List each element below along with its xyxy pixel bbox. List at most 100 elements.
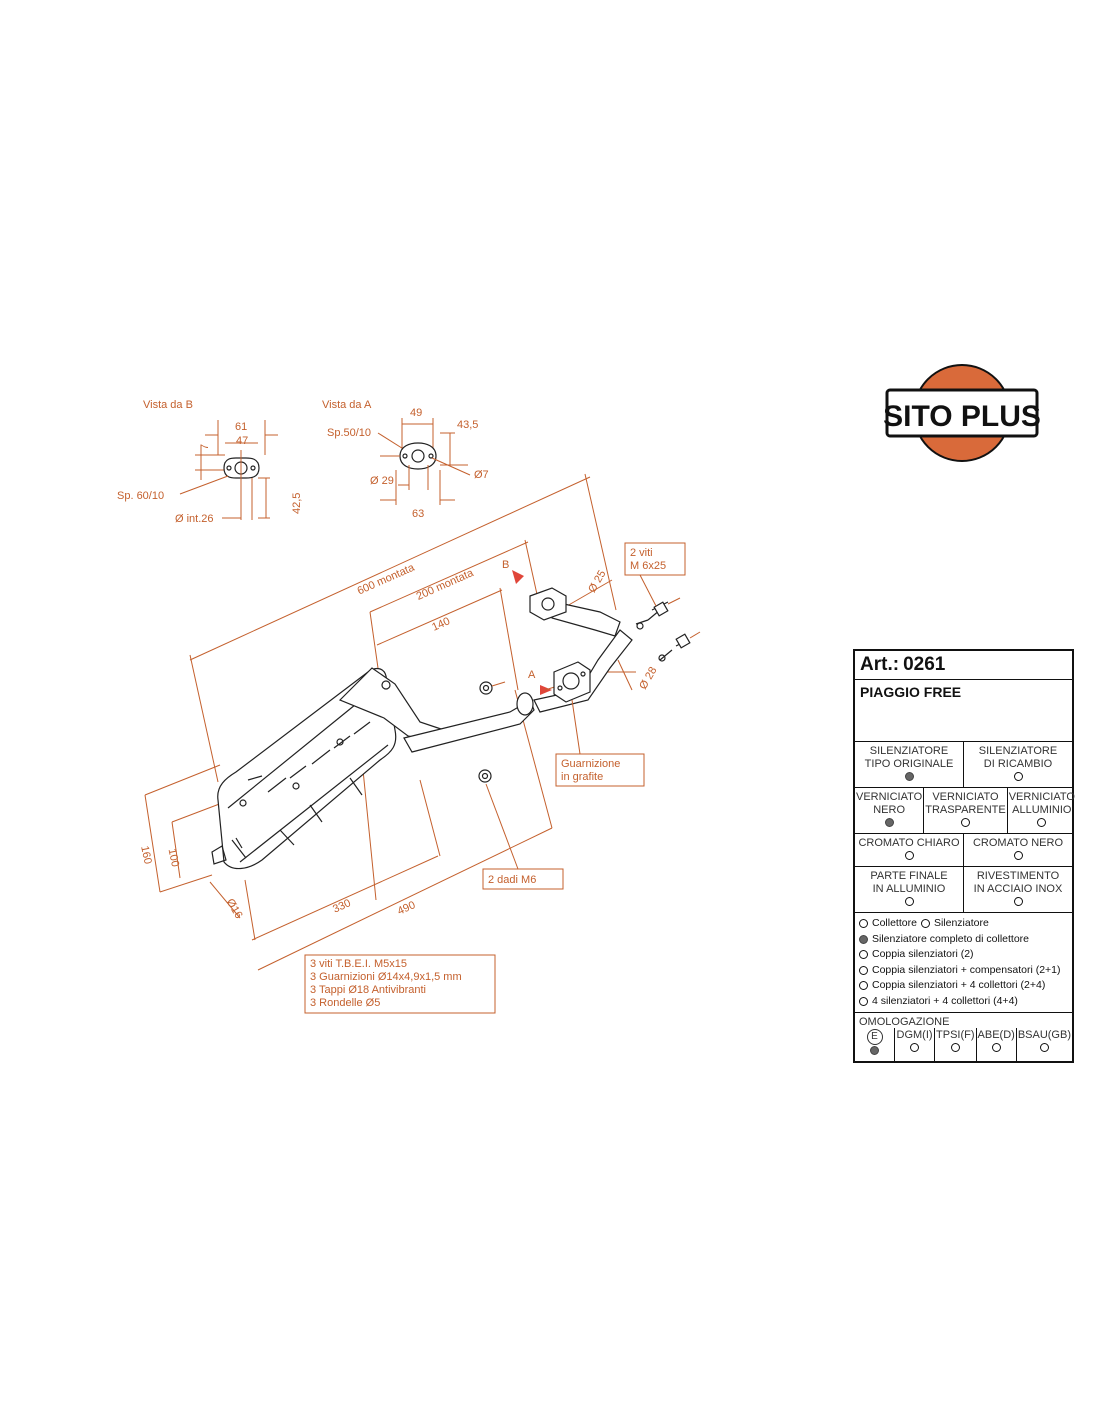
kit-line-3: 3 Tappi Ø18 Antivibranti: [310, 984, 426, 996]
radio-empty[interactable]: [1039, 1043, 1049, 1052]
composition-options: Collettore Silenziatore Silenziatore com…: [855, 913, 1072, 1013]
omologazione-tpsi[interactable]: TPSI(F): [934, 1028, 976, 1061]
silenziatore-ricambio[interactable]: SILENZIATORE DI RICAMBIO: [963, 742, 1072, 787]
verniciato-alluminio[interactable]: VERNICIATO ALLUMINIO: [1006, 788, 1076, 833]
vista-a-flange: [399, 442, 437, 470]
article-row: Art.: 0261: [855, 651, 1072, 680]
vista-b-dim-61: 61: [235, 421, 247, 433]
dim-200-montata: 200 montata: [415, 567, 477, 603]
dim-100: 100: [166, 848, 182, 868]
dim-140: 140: [430, 615, 452, 633]
vista-b-dim-47: 47: [236, 435, 248, 447]
label-a: A: [528, 669, 536, 681]
flange-b: [529, 587, 567, 621]
callout-dadi: 2 dadi M6: [482, 783, 564, 890]
radio-selected[interactable]: [884, 818, 894, 827]
omologazione-abe[interactable]: ABE(D): [975, 1028, 1016, 1061]
option-4-silenziatori[interactable]: 4 silenziatori + 4 collettori (4+4): [859, 994, 1068, 1010]
vista-a-sp: Sp.50/10: [327, 427, 371, 439]
radio-empty[interactable]: [904, 851, 914, 860]
option-collettore-silenziatore: Collettore Silenziatore: [859, 916, 1068, 932]
radio-empty[interactable]: [904, 897, 914, 906]
dim-600-montata: 600 montata: [356, 561, 418, 597]
option-coppia-compensatori[interactable]: Coppia silenziatori + compensatori (2+1): [859, 963, 1068, 979]
radio-empty[interactable]: [859, 919, 868, 929]
spec-panel: Art.: 0261 PIAGGIO FREE SILENZIATORE TIP…: [853, 649, 1075, 1063]
vista-b-title: Vista da B: [143, 399, 193, 411]
callout-guarnizione: Guarnizione in grafite: [555, 699, 645, 787]
vista-a-dim-49: 49: [410, 407, 422, 419]
verniciato-row: VERNICIATO NERO VERNICIATO TRASPARENTE V…: [855, 788, 1075, 834]
kit-line-2: 3 Guarnizioni Ø14x4,9x1,5 mm: [310, 971, 462, 983]
radio-selected[interactable]: [904, 772, 914, 781]
vista-a-title: Vista da A: [322, 399, 372, 411]
article-label: Art.:: [860, 654, 900, 675]
callout-kit: 3 viti T.B.E.I. M5x15 3 Guarnizioni Ø14x…: [304, 954, 496, 1014]
rivestimento-inox[interactable]: RIVESTIMENTO IN ACCIAIO INOX: [963, 867, 1072, 912]
model-name: PIAGGIO FREE: [855, 680, 1072, 742]
radio-empty[interactable]: [1013, 897, 1023, 906]
parte-finale-alluminio[interactable]: PARTE FINALE IN ALLUMINIO: [855, 867, 963, 912]
option-completo[interactable]: Silenziatore completo di collettore: [859, 932, 1068, 948]
vista-b-view: Vista da B 61 47 7 42,5 Sp. 60/10 Ø int.…: [117, 399, 303, 525]
omologazione-bsau[interactable]: BSAU(GB): [1015, 1028, 1072, 1061]
vista-b-sp: Sp. 60/10: [117, 490, 164, 502]
e-mark-icon: E: [866, 1029, 883, 1045]
sito-plus-logo: SITO PLUS: [883, 364, 1041, 462]
omologazione-dgm[interactable]: DGM(I): [894, 1028, 934, 1061]
callout-viti-line1: 2 viti: [630, 547, 653, 559]
silenziatore-row: SILENZIATORE TIPO ORIGINALE SILENZIATORE…: [855, 742, 1072, 788]
dim-330: 330: [331, 897, 353, 915]
radio-empty[interactable]: [859, 981, 868, 991]
radio-empty[interactable]: [859, 950, 868, 960]
option-coppia[interactable]: Coppia silenziatori (2): [859, 947, 1068, 963]
vista-b-dim-425: 42,5: [291, 493, 303, 514]
callout-guarnizione-line1: Guarnizione: [561, 758, 620, 770]
omologazione-title: OMOLOGAZIONE: [859, 1016, 950, 1028]
radio-empty[interactable]: [960, 818, 970, 827]
vista-a-dim-29: Ø 29: [370, 475, 394, 487]
radio-selected[interactable]: [870, 1046, 879, 1055]
radio-empty[interactable]: [950, 1043, 960, 1052]
option-coppia-collettori[interactable]: Coppia silenziatori + 4 collettori (2+4): [859, 978, 1068, 994]
radio-empty[interactable]: [991, 1043, 1001, 1052]
radio-empty[interactable]: [859, 996, 868, 1006]
article-number: 0261: [903, 654, 946, 675]
finale-row: PARTE FINALE IN ALLUMINIO RIVESTIMENTO I…: [855, 867, 1072, 913]
radio-empty[interactable]: [1013, 851, 1023, 860]
vista-b-dint: Ø int.26: [175, 513, 214, 525]
vista-a-dim-63: 63: [412, 508, 424, 520]
vista-a-dim-435: 43,5: [457, 419, 478, 431]
radio-selected[interactable]: [859, 934, 868, 944]
omologazione-e[interactable]: E: [855, 1028, 894, 1061]
dim-160: 160: [138, 845, 154, 865]
callout-viti-line2: M 6x25: [630, 560, 666, 572]
radio-empty[interactable]: [920, 919, 930, 929]
cromato-row: CROMATO CHIARO CROMATO NERO: [855, 834, 1072, 867]
silenziatore-originale[interactable]: SILENZIATORE TIPO ORIGINALE: [855, 742, 963, 787]
label-b: B: [502, 559, 509, 571]
verniciato-trasparente[interactable]: VERNICIATO TRASPARENTE: [923, 788, 1006, 833]
dim-d25: Ø 25: [586, 568, 608, 595]
radio-empty[interactable]: [1037, 818, 1047, 827]
omologazione-row: E DGM(I) TPSI(F) ABE(D) BSAU(GB): [855, 1028, 1072, 1061]
radio-empty[interactable]: [910, 1043, 920, 1052]
cromato-chiaro[interactable]: CROMATO CHIARO: [855, 834, 963, 866]
vista-b-dim-7: 7: [199, 444, 211, 450]
hardware-parts: [478, 597, 701, 783]
exhaust-pipe: [403, 587, 633, 753]
kit-line-4: 3 Rondelle Ø5: [310, 997, 380, 1009]
cromato-nero[interactable]: CROMATO NERO: [963, 834, 1072, 866]
gasket-a: [553, 661, 591, 703]
dim-d28: Ø 28: [637, 665, 659, 692]
vista-a-dim-7: Ø7: [474, 469, 489, 481]
vista-a-view: Vista da A 49 43,5 Sp.50/10 Ø 29 Ø7 63: [322, 399, 489, 520]
radio-empty[interactable]: [859, 965, 868, 975]
radio-empty[interactable]: [1013, 772, 1023, 781]
callout-guarnizione-line2: in grafite: [561, 771, 603, 783]
logo-text: SITO PLUS: [883, 400, 1041, 433]
verniciato-nero[interactable]: VERNICIATO NERO: [855, 788, 923, 833]
callout-viti: 2 viti M 6x25: [624, 542, 686, 607]
kit-line-1: 3 viti T.B.E.I. M5x15: [310, 958, 407, 970]
